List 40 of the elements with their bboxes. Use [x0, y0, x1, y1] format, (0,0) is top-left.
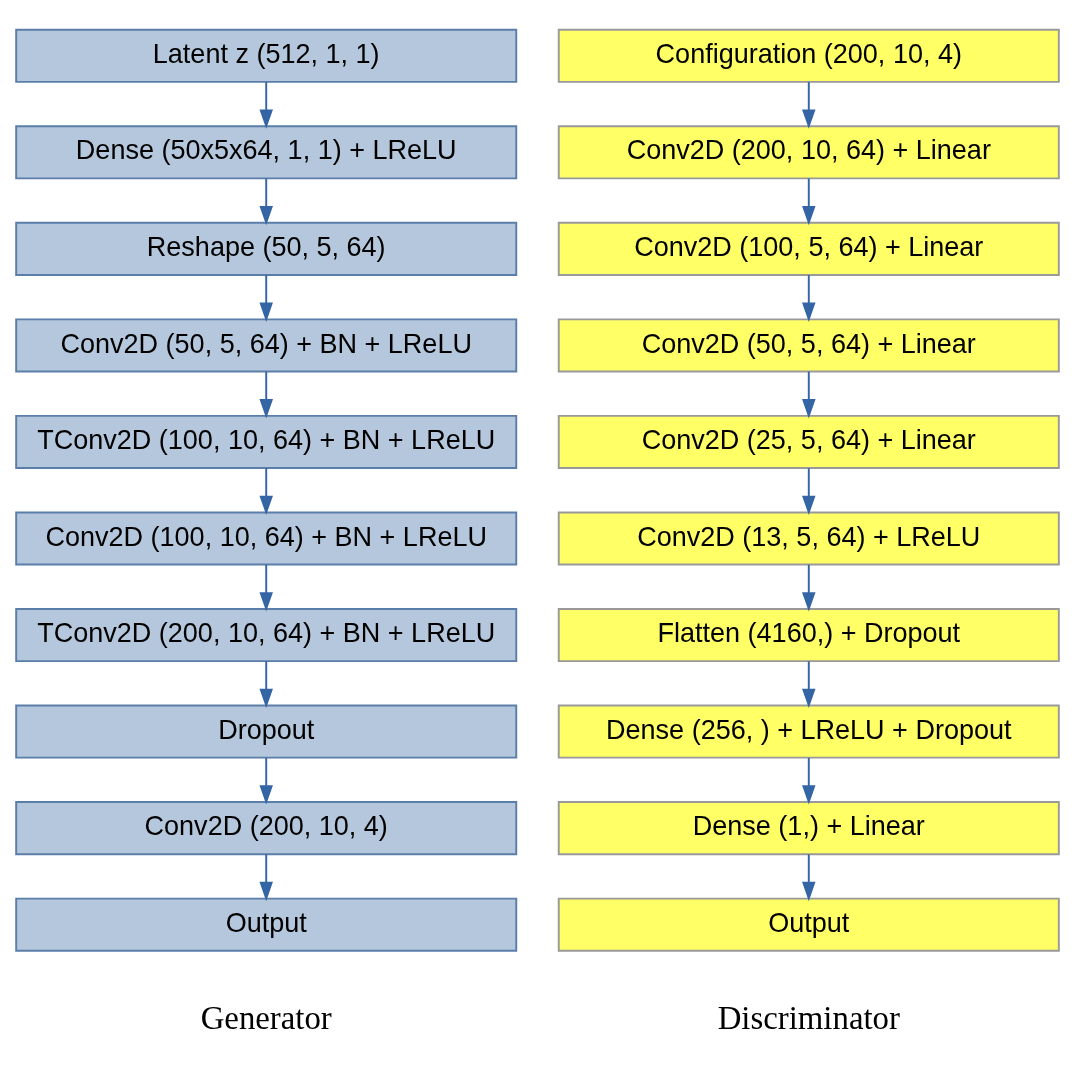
arrow [259, 563, 273, 612]
node-box: Conv2D (50, 5, 64) + BN + LReLU [15, 318, 518, 373]
label: Generator [200, 1000, 332, 1037]
node-box: Dropout [15, 704, 518, 759]
arrow [259, 81, 273, 129]
arrow [259, 660, 273, 709]
arrow [802, 467, 816, 515]
arrow [259, 853, 273, 902]
node-box: Conv2D (100, 10, 64) + BN + LReLU [15, 511, 518, 566]
node-box: Conv2D (50, 5, 64) + Linear [557, 318, 1060, 373]
arrow [259, 756, 273, 805]
node-box: Dense (256, ) + LReLU + Dropout [557, 704, 1060, 759]
arrow [802, 756, 816, 805]
node-box: TConv2D (200, 10, 64) + BN + LReLU [15, 608, 518, 663]
arrow [259, 370, 273, 419]
node-box: Conv2D (13, 5, 64) + LReLU [557, 511, 1060, 566]
arrow [802, 81, 816, 129]
node-box: Conv2D (25, 5, 64) + Linear [557, 414, 1060, 469]
node-box: Conv2D (200, 10, 64) + Linear [557, 125, 1060, 180]
arrow [259, 274, 273, 322]
node-box: Conv2D (200, 10, 4) [15, 801, 518, 856]
node-box: Flatten (4160,) + Dropout [557, 608, 1060, 663]
label: Discriminator [717, 1000, 900, 1037]
node-box: Configuration (200, 10, 4) [557, 28, 1060, 83]
node-box: Conv2D (100, 5, 64) + Linear [557, 221, 1060, 276]
arrow [802, 274, 816, 322]
arrow [259, 467, 273, 515]
arrow [802, 853, 816, 902]
node-box: Latent z (512, 1, 1) [15, 28, 518, 83]
arrow [802, 177, 816, 226]
arrow [802, 370, 816, 419]
node-box: Output [557, 897, 1060, 952]
node-box: Output [15, 897, 518, 952]
arrow [259, 177, 273, 226]
node-box: Dense (1,) + Linear [557, 801, 1060, 856]
node-box: TConv2D (100, 10, 64) + BN + LReLU [15, 414, 518, 469]
arrow [802, 563, 816, 612]
arrow [802, 660, 816, 709]
node-box: Reshape (50, 5, 64) [15, 221, 518, 276]
node-box: Dense (50x5x64, 1, 1) + LReLU [15, 125, 518, 180]
